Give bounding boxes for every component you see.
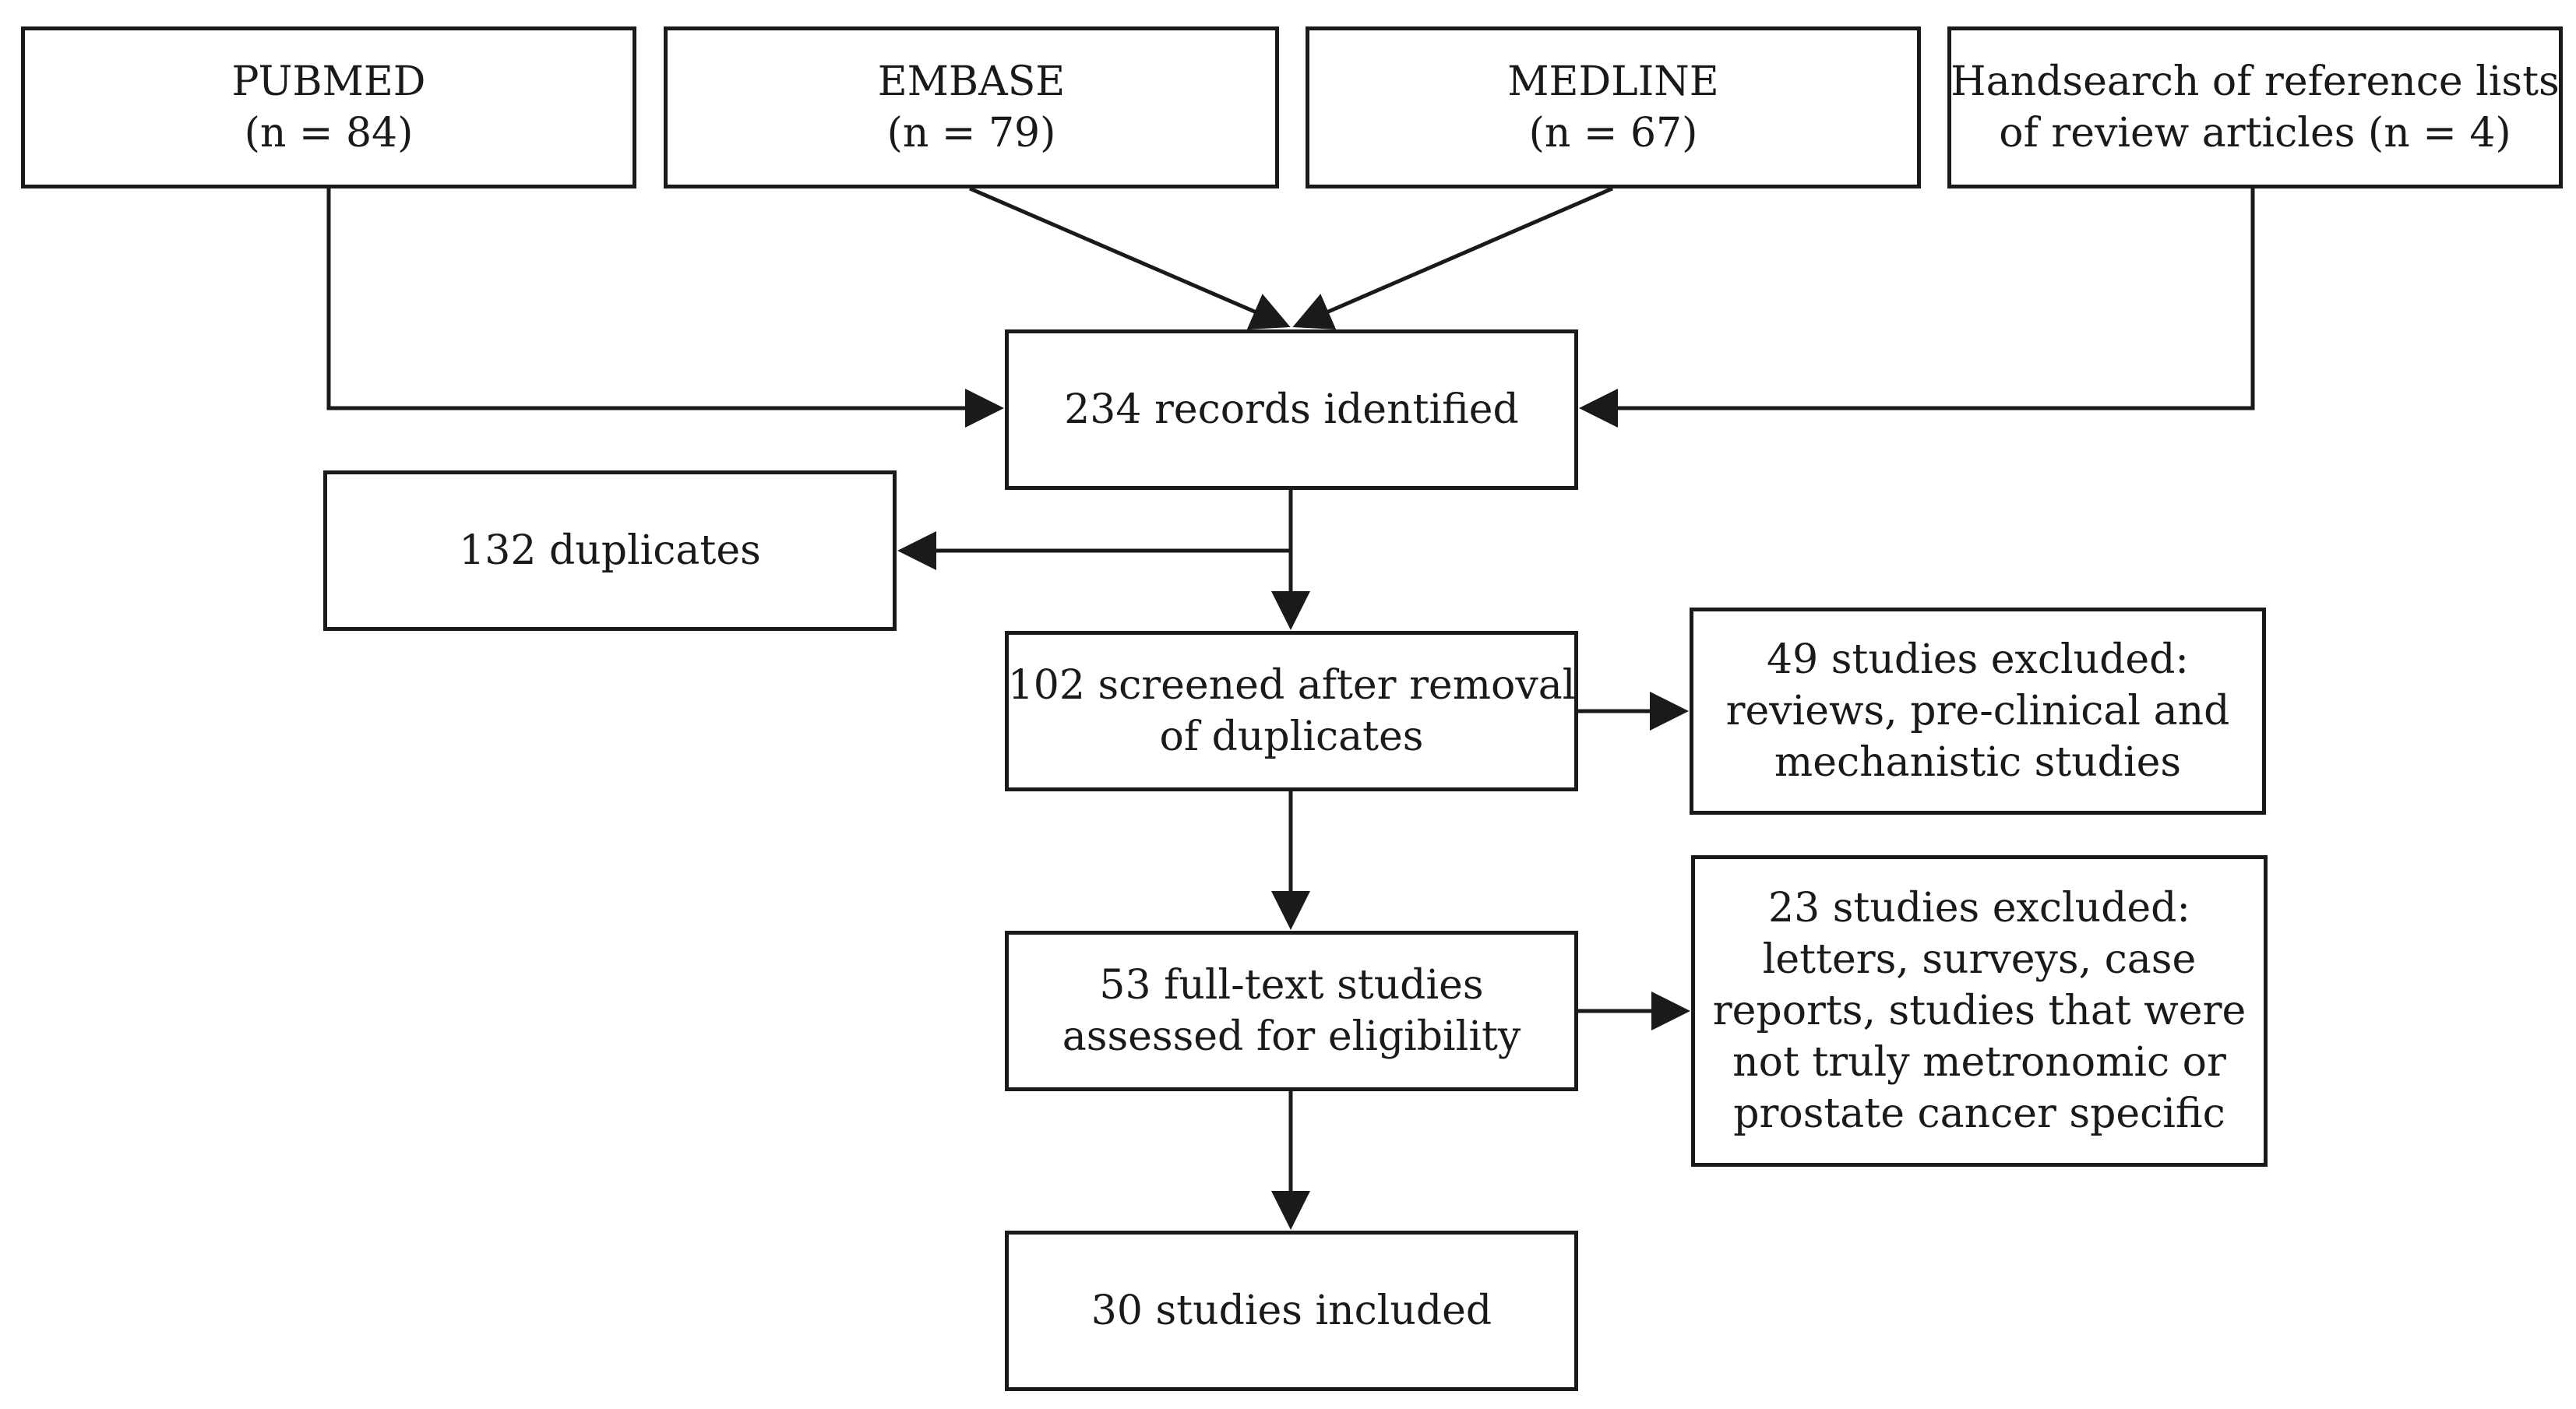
screened-box: 102 screened after removal of duplicates (1005, 631, 1578, 791)
full-text-line-1: 53 full-text studies (1099, 962, 1484, 1009)
excluded-full-text-line-5: prostate cancer specific (1733, 1090, 2225, 1137)
excluded-full-text-line-4: not truly metronomic or (1732, 1039, 2226, 1086)
source-handsearch-box: Handsearch of reference lists of review … (1947, 26, 2563, 188)
source-medline-box: MEDLINE (n = 67) (1306, 26, 1921, 188)
full-text-assessed-box: 53 full-text studies assessed for eligib… (1005, 931, 1578, 1091)
source-count: of review articles (n = 4) (1999, 110, 2511, 157)
source-count: (n = 67) (1528, 110, 1698, 157)
excluded-screening-line-3: mechanistic studies (1774, 739, 2182, 786)
source-embase-box: EMBASE (n = 79) (664, 26, 1279, 188)
arrow-pubmed-to-identified (326, 188, 1004, 428)
full-text-line-2: assessed for eligibility (1062, 1013, 1521, 1060)
source-count: (n = 79) (886, 110, 1056, 157)
source-name: PUBMED (231, 58, 426, 105)
studies-included-box: 30 studies included (1005, 1231, 1578, 1391)
duplicates-box: 132 duplicates (323, 470, 897, 631)
source-name: MEDLINE (1507, 58, 1719, 105)
screened-text-line-2: of duplicates (1159, 713, 1424, 760)
arrow-handsearch-to-identified (1579, 188, 2255, 428)
excluded-screening-line-2: reviews, pre-clinical and (1725, 688, 2230, 734)
excluded-full-text-box: 23 studies excluded: letters, surveys, c… (1691, 855, 2268, 1167)
studies-included-text: 30 studies included (1091, 1287, 1492, 1334)
duplicates-text: 132 duplicates (459, 527, 761, 574)
screened-text-line-1: 102 screened after removal (1007, 662, 1576, 709)
records-identified-text: 234 records identified (1064, 386, 1519, 433)
excluded-screening-line-1: 49 studies excluded: (1767, 636, 2189, 683)
excluded-full-text-line-2: letters, surveys, case (1762, 936, 2197, 983)
excluded-full-text-line-3: reports, studies that were (1712, 988, 2247, 1034)
source-pubmed-box: PUBMED (n = 84) (21, 26, 636, 188)
source-name: Handsearch of reference lists (1951, 58, 2560, 105)
arrow-embase-to-identified (969, 186, 1291, 330)
excluded-screening-box: 49 studies excluded: reviews, pre-clinic… (1690, 608, 2266, 815)
arrow-medline-to-identified (1292, 186, 1613, 330)
excluded-full-text-line-1: 23 studies excluded: (1768, 885, 2190, 932)
source-name: EMBASE (877, 58, 1066, 105)
source-count: (n = 84) (244, 110, 414, 157)
records-identified-box: 234 records identified (1005, 329, 1578, 490)
